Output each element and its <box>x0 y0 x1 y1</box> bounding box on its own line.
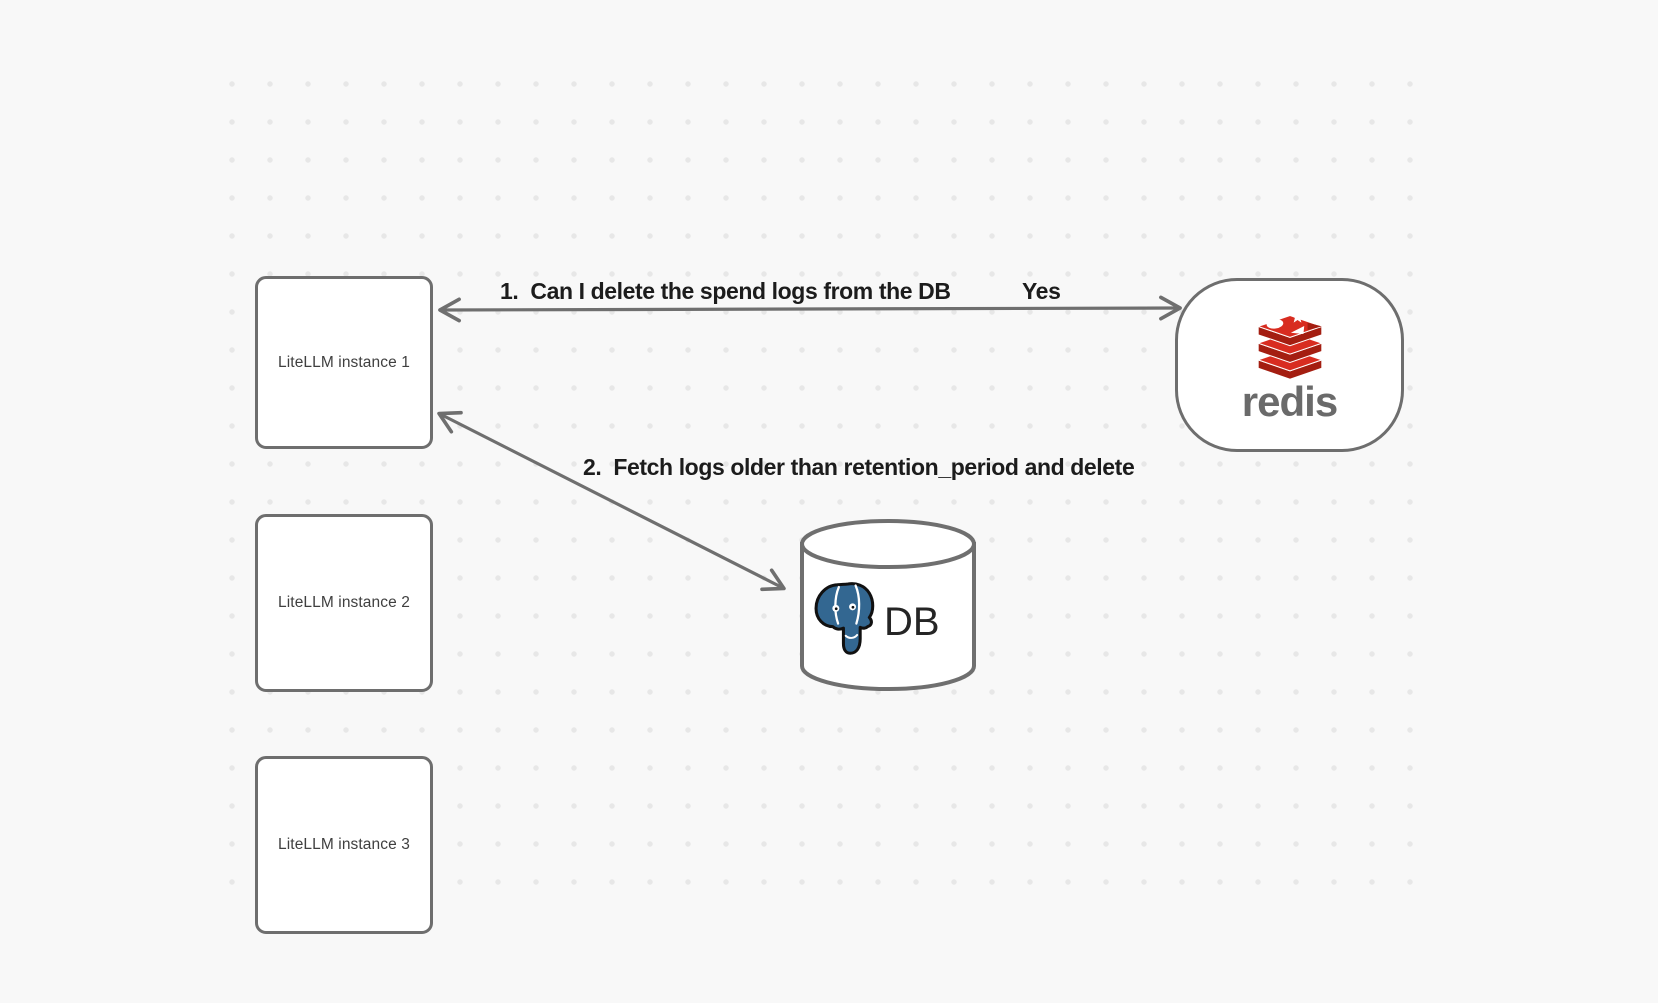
arrow-redis-to-instance1[interactable] <box>438 295 1182 323</box>
postgresql-elephant-icon <box>814 582 875 655</box>
arrow-instance1-to-db[interactable] <box>437 410 786 592</box>
node-litellm-instance-1-label: LiteLLM instance 1 <box>278 353 410 371</box>
node-redis[interactable]: redis <box>1175 278 1404 452</box>
arrow-1-response-label: Yes <box>1022 278 1061 304</box>
arrow-1-label: 1. Can I delete the spend logs from the … <box>500 278 951 304</box>
redis-wordmark: redis <box>1241 377 1338 425</box>
database-label: DB <box>884 600 940 644</box>
arrow-2-label: 2. Fetch logs older than retention_perio… <box>583 454 1135 480</box>
node-litellm-instance-2-label: LiteLLM instance 2 <box>278 594 410 611</box>
node-litellm-instance-1[interactable]: LiteLLM instance 1 <box>255 276 433 449</box>
redis-logo-icon <box>1256 310 1323 380</box>
node-litellm-instance-3-label: LiteLLM instance 3 <box>278 836 410 853</box>
node-database[interactable]: DB <box>797 516 979 694</box>
node-litellm-instance-2[interactable]: LiteLLM instance 2 <box>255 514 433 692</box>
node-litellm-instance-3[interactable]: LiteLLM instance 3 <box>255 756 433 934</box>
